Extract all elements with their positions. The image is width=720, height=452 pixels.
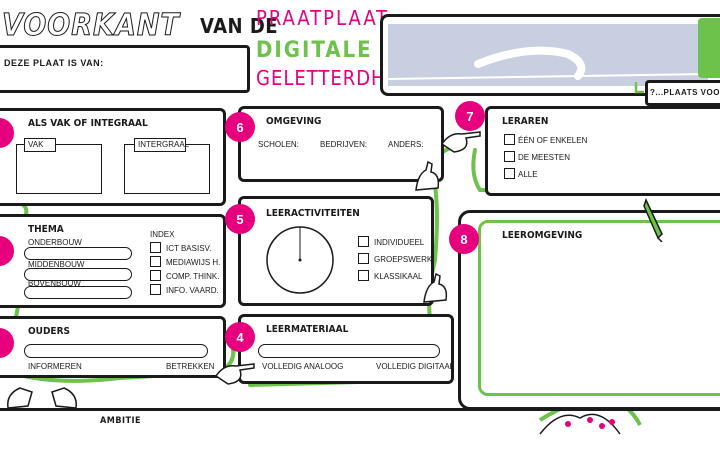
title-voorkant: VOORKANT — [2, 8, 180, 44]
questions-label: ?...PLAATS VOOR VRAG — [650, 88, 720, 97]
title-connector: VAN DE — [200, 14, 279, 38]
ouders-title: OUDERS — [28, 326, 70, 337]
bovenbouw-slider[interactable] — [24, 286, 132, 299]
integraal-option-label: INTERGRAAL — [138, 140, 190, 149]
leeromgeving-title: LEEROMGEVING — [502, 230, 583, 241]
leeromgeving-inner — [478, 220, 720, 396]
checkbox-mediawijs[interactable] — [150, 256, 161, 267]
leeromgeving-box[interactable] — [458, 210, 720, 410]
checkbox-alle[interactable] — [504, 168, 515, 179]
leermateriaal-slider[interactable] — [258, 344, 440, 358]
checkbox-groepswerk[interactable] — [358, 253, 369, 264]
plant-illustration — [539, 413, 621, 435]
hand-pointing-icon-2 — [423, 272, 448, 303]
option-groepswerk: GROEPSWERK — [374, 255, 433, 264]
checkbox-info-vaard[interactable] — [150, 284, 161, 295]
ambitie-label: AMBITIE — [100, 416, 142, 426]
pie-clock-icon[interactable] — [264, 224, 336, 296]
vak-title: ALS VAK OF INTEGRAAL — [28, 118, 148, 129]
middenbouw-slider[interactable] — [24, 268, 132, 281]
thema-row-onderbouw: ONDERBOUW — [28, 238, 82, 247]
badge-leeromgeving: 8 — [449, 224, 479, 254]
badge-thema — [0, 236, 14, 266]
checkbox-de-meesten[interactable] — [504, 151, 515, 162]
vak-option-label: VAK — [28, 140, 44, 149]
hand-pointing-icon — [415, 160, 440, 191]
leraren-box — [485, 106, 720, 196]
index-comp-think: COMP. THINK. — [166, 272, 220, 281]
checkbox-een-of-enkelen[interactable] — [504, 134, 515, 145]
omgeving-anders: ANDERS: — [388, 140, 424, 149]
leermateriaal-title: LEERMATERIAAL — [266, 324, 349, 335]
index-title: INDEX — [150, 230, 175, 239]
hand-pointing-icon-4 — [440, 131, 481, 153]
integraal-option-tab — [134, 138, 186, 152]
leermateriaal-right: VOLLEDIG DIGITAAL — [376, 362, 455, 371]
owner-label: DEZE PLAAT IS VAN: — [4, 58, 104, 68]
pen-icon — [643, 197, 663, 242]
index-info-vaard: INFO. VAARD. — [166, 286, 219, 295]
ambitie-line — [0, 408, 720, 411]
badge-leraren: 7 — [455, 101, 485, 131]
leeractiviteiten-title: LEERACTIVITEITEN — [266, 208, 360, 219]
ouders-left-label: INFORMEREN — [28, 362, 82, 371]
vak-option-box[interactable] — [16, 144, 102, 194]
checkbox-klassikaal[interactable] — [358, 270, 369, 281]
green-corner — [698, 18, 720, 78]
badge-leermateriaal: 4 — [225, 322, 255, 352]
hands-clap-icon — [7, 387, 77, 409]
questions-box[interactable] — [645, 80, 720, 106]
badge-leeractiviteiten: 5 — [225, 204, 255, 234]
badge-omgeving: 6 — [225, 112, 255, 142]
road-illustration — [388, 46, 708, 80]
option-alle: ALLE — [518, 170, 538, 179]
option-een-of-enkelen: ÉÉN OF ENKELEN — [518, 136, 588, 145]
option-klassikaal: KLASSIKAAL — [374, 272, 423, 281]
vak-option-tab — [24, 138, 56, 152]
thema-row-bovenbouw: BOVENBOUW — [28, 279, 81, 288]
owner-box[interactable] — [0, 45, 250, 93]
title-digitale: DIGITALE — [256, 38, 373, 63]
index-ict: ICT BASISV. — [166, 244, 212, 253]
leermateriaal-left: VOLLEDIG ANALOOG — [262, 362, 344, 371]
ouders-right-label: BETREKKEN — [166, 362, 215, 371]
onderbouw-slider[interactable] — [24, 247, 132, 260]
badge-vak — [0, 118, 14, 148]
title-praatplaat: PRAATPLAAT — [256, 6, 390, 30]
badge-ouders — [0, 328, 14, 358]
checkbox-individueel[interactable] — [358, 236, 369, 247]
index-mediawijs: MEDIAWIJS H. — [166, 258, 221, 267]
option-individueel: INDIVIDUEEL — [374, 238, 425, 247]
arrow-icon — [634, 82, 644, 94]
option-de-meesten: DE MEESTEN — [518, 153, 571, 162]
hand-pointing-icon-3 — [214, 363, 255, 385]
omgeving-title: OMGEVING — [266, 116, 322, 127]
leraren-title: LERAREN — [502, 116, 549, 127]
thema-row-middenbouw: MIDDENBOUW — [28, 260, 85, 269]
checkbox-ict[interactable] — [150, 242, 161, 253]
omgeving-bedrijven: BEDRIJVEN: — [320, 140, 368, 149]
omgeving-box — [238, 106, 444, 182]
checkbox-comp-think[interactable] — [150, 270, 161, 281]
omgeving-scholen: SCHOLEN: — [258, 140, 299, 149]
thema-title: THEMA — [28, 224, 64, 235]
ouders-slider[interactable] — [24, 344, 208, 358]
vak-box — [0, 108, 226, 206]
